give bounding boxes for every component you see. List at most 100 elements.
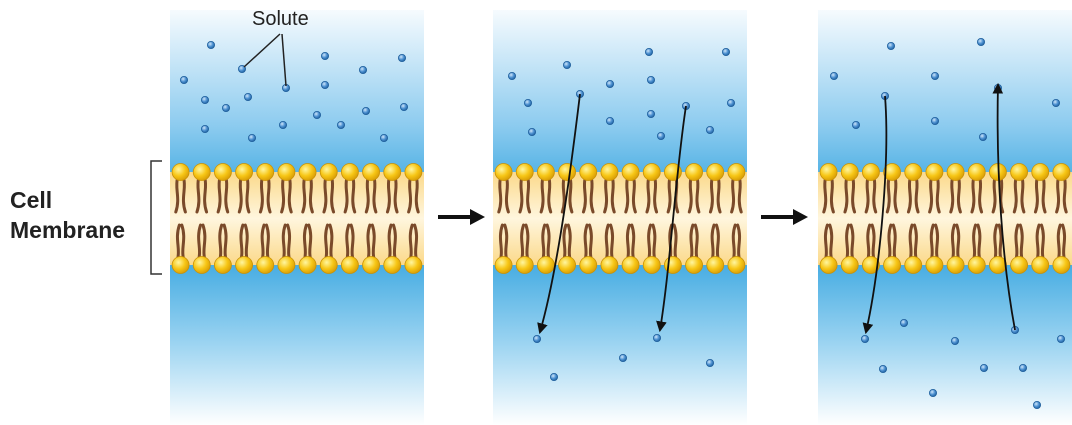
lipid-head bbox=[925, 163, 944, 181]
lipid-tail bbox=[560, 176, 566, 214]
lipid-tail bbox=[366, 223, 372, 261]
lipid-tail bbox=[1062, 176, 1068, 214]
lipid-tail bbox=[264, 223, 270, 261]
lipid-tail bbox=[687, 176, 693, 214]
panel-diffusing bbox=[493, 10, 747, 425]
solute-particle bbox=[653, 333, 662, 342]
lipid-head bbox=[362, 163, 380, 181]
lipid-head bbox=[883, 256, 901, 274]
lipid-tail bbox=[343, 176, 349, 214]
solute-particle bbox=[900, 318, 909, 327]
lipid-head bbox=[685, 163, 703, 181]
panel-before bbox=[170, 10, 424, 425]
lipid-tail bbox=[518, 176, 524, 214]
lipid-tail bbox=[1018, 223, 1024, 261]
lipid-tail bbox=[385, 176, 391, 214]
lipid-tail bbox=[393, 176, 399, 214]
lipid-tail bbox=[997, 223, 1003, 261]
lipid-tails bbox=[497, 176, 743, 261]
lipid-head bbox=[621, 163, 640, 181]
lipid-tail bbox=[1055, 176, 1061, 214]
solute-particle bbox=[951, 336, 960, 345]
lipid-tail bbox=[603, 176, 609, 214]
solute-particle bbox=[645, 48, 654, 57]
lipid-head bbox=[946, 256, 965, 274]
lipid-tail bbox=[689, 223, 695, 261]
lipid-tail bbox=[237, 176, 243, 214]
solute-particle bbox=[1052, 99, 1061, 108]
lipid-tail bbox=[203, 176, 209, 214]
lipid-head bbox=[558, 256, 576, 274]
lipid-tail bbox=[1035, 223, 1041, 261]
lipid-tail bbox=[589, 176, 595, 214]
lipid-tail bbox=[708, 176, 714, 214]
lipid-head bbox=[1052, 256, 1071, 274]
lipid-tail bbox=[370, 223, 376, 261]
solute-particle bbox=[727, 99, 736, 108]
lipid-head bbox=[494, 163, 513, 181]
lipid-tail bbox=[1012, 176, 1018, 214]
solute-particle bbox=[528, 127, 537, 136]
lipid-head bbox=[989, 256, 1007, 274]
lipid-tail bbox=[851, 176, 857, 214]
lipid-tail bbox=[218, 223, 224, 261]
solute-particle bbox=[379, 133, 388, 142]
lipid-tail bbox=[610, 176, 616, 214]
lipid-head bbox=[727, 163, 746, 181]
lipid-head bbox=[862, 163, 880, 181]
lipid-tail bbox=[1041, 176, 1047, 214]
solute-particle bbox=[320, 52, 329, 61]
lipid-tail bbox=[631, 176, 637, 214]
solute-particle bbox=[361, 107, 370, 116]
solute-particle bbox=[200, 125, 209, 134]
solute-particle bbox=[647, 110, 656, 119]
solute-particle bbox=[722, 48, 731, 57]
lipid-tail bbox=[222, 223, 228, 261]
step-arrow-2 bbox=[761, 209, 808, 225]
lipid-tail bbox=[710, 223, 716, 261]
solute-particle bbox=[980, 363, 989, 372]
solute-particle bbox=[237, 65, 246, 74]
solute-particle bbox=[507, 72, 516, 81]
lipid-tail bbox=[587, 223, 593, 261]
lipid-tail bbox=[829, 176, 835, 214]
lipid-tail bbox=[1056, 223, 1062, 261]
lipid-head bbox=[925, 256, 944, 274]
solute-particle bbox=[977, 38, 986, 47]
lipid-head bbox=[319, 163, 338, 181]
membrane-core bbox=[170, 172, 424, 265]
lipid-tail bbox=[934, 223, 940, 261]
lipid-head bbox=[341, 256, 359, 274]
lipid-tail bbox=[1033, 176, 1039, 214]
lipid-head bbox=[1010, 256, 1028, 274]
lipid-head bbox=[235, 163, 253, 181]
lipid-head bbox=[537, 256, 555, 274]
lipid-tail bbox=[823, 223, 829, 261]
lipid-head bbox=[214, 163, 232, 181]
solute-pointer-1 bbox=[243, 33, 281, 68]
lipid-head bbox=[819, 256, 838, 274]
lipid-tail bbox=[928, 176, 934, 214]
lipid-tail bbox=[301, 176, 307, 214]
solute-particle bbox=[247, 133, 256, 142]
lipid-tail bbox=[239, 223, 245, 261]
lipid-tail bbox=[524, 223, 530, 261]
lipid-tail bbox=[822, 176, 828, 214]
lipid-head bbox=[840, 163, 859, 181]
lipid-head bbox=[383, 256, 402, 274]
lipid-tail bbox=[526, 176, 532, 214]
lipid-tail bbox=[870, 223, 876, 261]
solute-particle bbox=[278, 121, 287, 130]
step-arrow-1 bbox=[438, 209, 485, 225]
lipid-tail bbox=[885, 176, 891, 214]
lipid-tail bbox=[893, 176, 899, 214]
solute-particle bbox=[861, 334, 870, 343]
membrane-core bbox=[818, 172, 1072, 265]
lipid-head bbox=[235, 256, 253, 274]
lipid-tail bbox=[503, 223, 509, 261]
lipid-tail bbox=[730, 176, 736, 214]
lipid-tail bbox=[914, 176, 920, 214]
lipid-tail bbox=[280, 176, 286, 214]
lipid-head bbox=[706, 163, 725, 181]
